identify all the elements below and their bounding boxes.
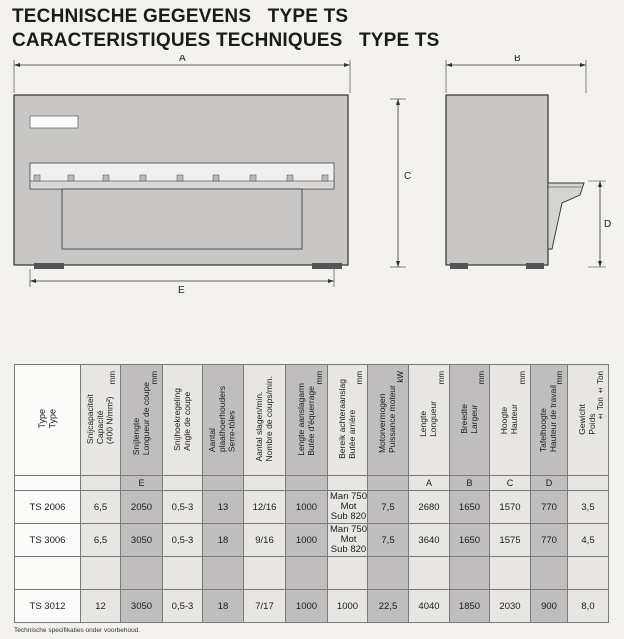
dimension-d: D: [588, 180, 611, 268]
title-dutch: TECHNISCHE GEGEVENS TYPE TS: [12, 6, 349, 27]
col-capacity: Snijcapaciteit Capacité (400 N/mm²)mm: [80, 364, 121, 476]
spec-table: Type Type Snijcapaciteit Capacité (400 N…: [14, 364, 609, 623]
header-row: Type Type Snijcapaciteit Capacité (400 N…: [14, 364, 609, 476]
label-d: D: [604, 219, 611, 230]
letter-e: E: [120, 475, 163, 491]
backgauge-cell: Man 750 Mot Sub 820: [327, 523, 368, 557]
col-weight: Gewicht Poids± Ton ± Ton: [567, 364, 609, 476]
col-hold-downs: Aantal plaathoerhouders Serre-tôles: [202, 364, 244, 476]
letter-row: E A B C D: [14, 475, 609, 491]
label-e: E: [178, 285, 185, 295]
nameplate: [29, 115, 79, 129]
table-row: TS 3006 6,5 3050 0,5-3 18 9/16 1000 Man …: [14, 523, 609, 557]
letter-b: B: [449, 475, 490, 491]
table-spacer-row: [14, 556, 609, 590]
col-cut-angle: Snijhoekregeling Angle de coupe: [162, 364, 203, 476]
letter-c: C: [489, 475, 531, 491]
table-row: TS 2006 6,5 2050 0,5-3 13 12/16 1000 Man…: [14, 490, 609, 524]
front-view: [13, 94, 349, 269]
label-a: A: [179, 55, 186, 64]
dimension-a: A: [13, 55, 351, 93]
col-strokes: Aantal slagen/min. Nombre de coups/min.: [243, 364, 286, 476]
dimension-b: B: [445, 55, 587, 93]
dimension-c: C: [390, 98, 411, 268]
machine-drawing: A B C: [13, 55, 611, 295]
label-b: B: [514, 55, 521, 64]
type-header: Type Type: [14, 364, 81, 476]
title-french: CARACTERISTIQUES TECHNIQUES TYPE TS: [12, 30, 440, 51]
letter-d: D: [530, 475, 568, 491]
table-row: TS 3012 12 3050 0,5-3 18 7/17 1000 1000 …: [14, 589, 609, 623]
label-c: C: [404, 171, 411, 182]
footnote: Technische specifikaties onder voorbehou…: [14, 627, 141, 634]
letter-a: A: [408, 475, 450, 491]
dimension-e: E: [29, 269, 335, 295]
backgauge-cell: Man 750 Mot Sub 820: [327, 490, 368, 524]
side-view: [445, 94, 585, 269]
